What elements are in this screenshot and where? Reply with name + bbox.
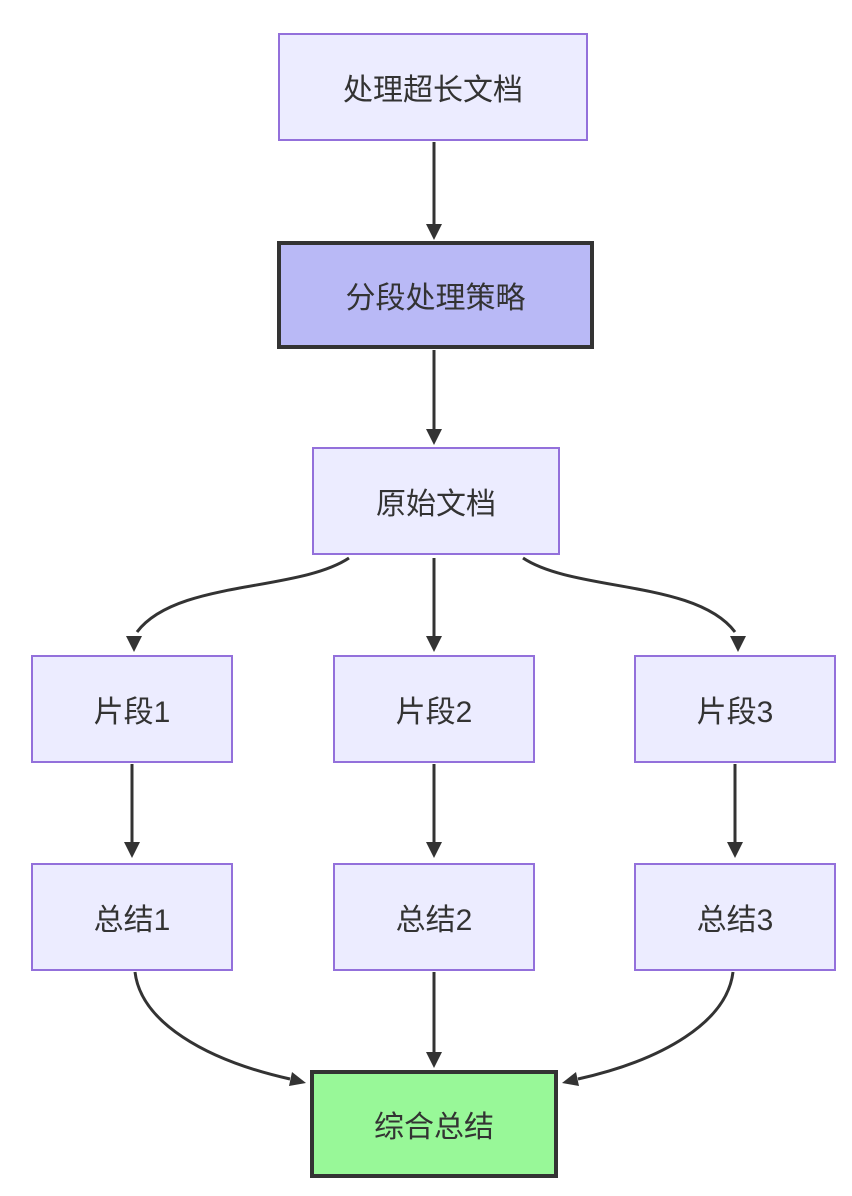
node-source-doc-label: 原始文档 bbox=[376, 488, 496, 521]
arrowhead-C-D2 bbox=[426, 636, 442, 652]
arrowhead-C-D3 bbox=[730, 636, 746, 652]
node-summary-3-label: 总结3 bbox=[696, 904, 774, 937]
node-task: 处理超长文档 bbox=[278, 33, 588, 141]
arrowhead-D1-E1 bbox=[124, 842, 140, 858]
arrowhead-B-C bbox=[426, 429, 442, 445]
node-summary-2: 总结2 bbox=[333, 863, 535, 971]
node-final-summary-label: 综合总结 bbox=[374, 1111, 494, 1144]
node-summary-1-label: 总结1 bbox=[93, 904, 171, 937]
edge-E3-F bbox=[577, 971, 735, 1081]
node-summary-1: 总结1 bbox=[31, 863, 233, 971]
arrowhead-D3-E3 bbox=[727, 842, 743, 858]
arrowhead-E2-F bbox=[426, 1052, 442, 1068]
node-strategy-label: 分段处理策略 bbox=[345, 282, 526, 315]
arrowhead-D2-E2 bbox=[426, 842, 442, 858]
node-segment-2: 片段2 bbox=[333, 655, 535, 763]
node-task-label: 处理超长文档 bbox=[343, 74, 523, 107]
edge-C-D1 bbox=[135, 556, 350, 633]
arrowhead-E3-F bbox=[562, 1072, 579, 1086]
arrowhead-E1-F bbox=[289, 1072, 306, 1086]
node-summary-3: 总结3 bbox=[634, 863, 836, 971]
node-final-summary: 综合总结 bbox=[310, 1070, 558, 1178]
node-segment-1: 片段1 bbox=[31, 655, 233, 763]
edge-C-D3 bbox=[522, 556, 737, 633]
node-summary-2-label: 总结2 bbox=[395, 904, 473, 937]
node-source-doc: 原始文档 bbox=[312, 447, 560, 555]
node-strategy: 分段处理策略 bbox=[277, 241, 594, 349]
edge-E1-F bbox=[133, 971, 291, 1081]
node-segment-1-label: 片段1 bbox=[93, 696, 171, 729]
node-segment-3: 片段3 bbox=[634, 655, 836, 763]
node-segment-2-label: 片段2 bbox=[395, 696, 473, 729]
node-segment-3-label: 片段3 bbox=[696, 696, 774, 729]
arrowhead-A-B bbox=[426, 224, 442, 240]
arrowhead-C-D1 bbox=[126, 636, 142, 652]
